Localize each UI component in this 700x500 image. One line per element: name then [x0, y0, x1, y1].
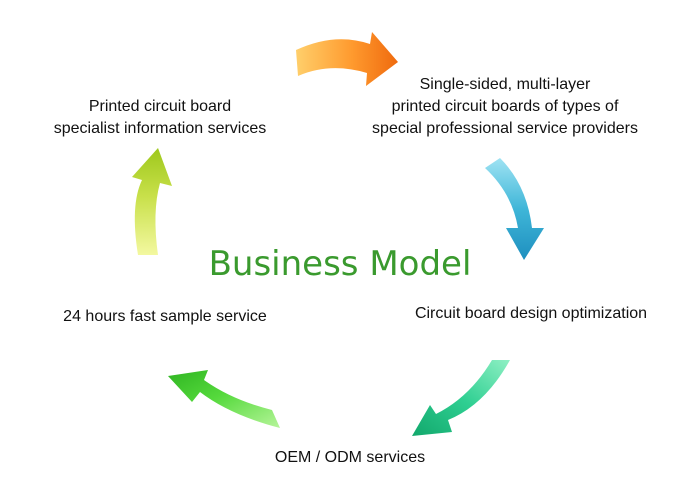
node-pcb-information-services: Printed circuit board specialist informa… [20, 96, 300, 140]
node-fast-sample-service: 24 hours fast sample service [30, 306, 300, 328]
arrow-left [132, 148, 172, 255]
node-line: special professional service providers [372, 120, 638, 137]
arrow-right [485, 158, 544, 260]
node-line: specialist information services [53, 120, 267, 137]
node-line: OEM / ODM services [274, 449, 426, 466]
node-design-optimization: Circuit board design optimization [396, 303, 666, 325]
arrow-bottom-left [168, 370, 280, 428]
node-line: 24 hours fast sample service [63, 308, 267, 325]
arrow-top [296, 32, 398, 86]
node-line: Printed circuit board [88, 98, 232, 115]
node-single-multi-layer-pcb: Single-sided, multi-layer printed circui… [350, 74, 660, 140]
node-line: Single-sided, multi-layer [419, 76, 591, 93]
node-line: Circuit board design optimization [414, 305, 648, 322]
diagram-title: Business Model [208, 244, 472, 284]
arrow-bottom-right [412, 360, 510, 436]
node-oem-odm-services: OEM / ODM services [230, 447, 470, 469]
node-line: printed circuit boards of types of [391, 98, 619, 115]
